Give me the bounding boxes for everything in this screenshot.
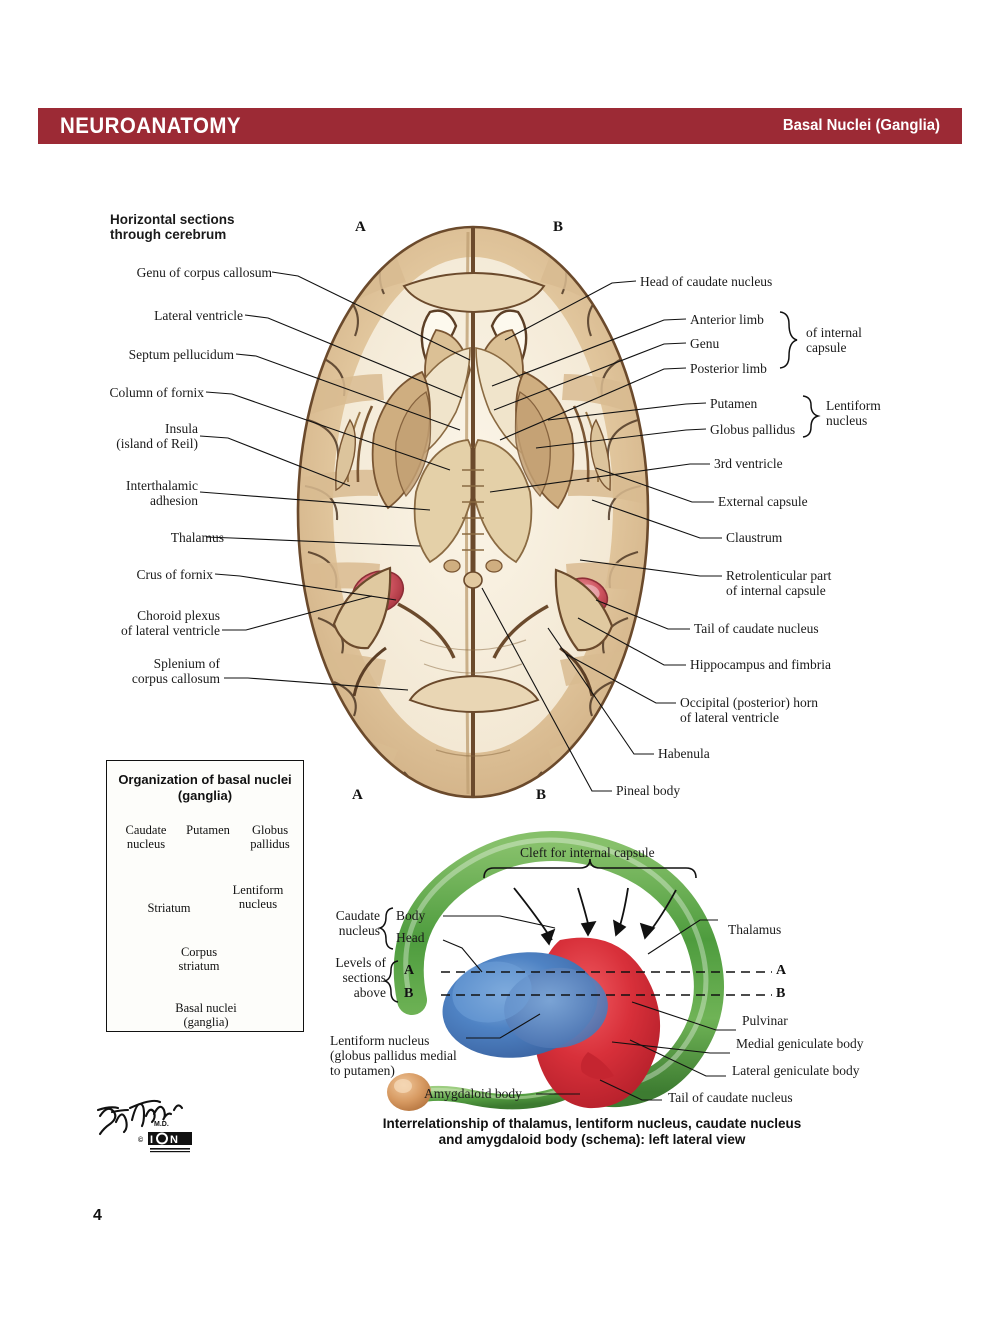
- label-choroid-plexus: Choroid plexus of lateral ventricle: [121, 608, 220, 638]
- org-corpus-striatum: Corpus striatum: [178, 945, 220, 973]
- label-lentiform-nucleus: Lentiform nucleus: [826, 398, 881, 428]
- icon-publisher-logo: I N: [148, 1132, 192, 1153]
- label-crus-of-fornix: Crus of fornix: [136, 567, 214, 582]
- label-hippocampus-fimbria: Hippocampus and fimbria: [690, 657, 831, 672]
- org-globus-pallidus: Globus pallidus: [250, 823, 290, 851]
- schema-label-cleft: Cleft for internal capsule: [520, 845, 655, 860]
- label-globus-pallidus: Globus pallidus: [710, 422, 796, 437]
- schema-label-lentiform-nucleus: Lentiform nucleus (globus pallidus media…: [330, 1033, 457, 1078]
- org-basal-nuclei: Basal nuclei (ganglia): [175, 1001, 237, 1029]
- schema-leader-lines: [442, 915, 736, 1101]
- schema-label-caudate-nucleus: Caudate nucleus: [335, 908, 380, 938]
- label-interthalamic-adhesion: Interthalamic adhesion: [126, 478, 198, 508]
- section-marker-a-top: A: [355, 219, 366, 235]
- svg-text:©: ©: [138, 1136, 144, 1144]
- schema-caption: Interrelationship of thalamus, lentiform…: [382, 1116, 802, 1147]
- brace-internal-capsule: [779, 311, 798, 369]
- svg-text:M.D.: M.D.: [154, 1121, 169, 1128]
- org-caudate-nucleus: Caudate nucleus: [125, 823, 167, 851]
- header-topic-title: Basal Nuclei (Ganglia): [782, 117, 940, 134]
- page-number: 4: [93, 1207, 102, 1224]
- schema-label-head: Head: [396, 930, 425, 945]
- leader-lines-left: [199, 271, 471, 691]
- cleft-arrows: [513, 887, 677, 946]
- org-striatum: Striatum: [147, 901, 191, 915]
- org-lentiform-nucleus: Lentiform nucleus: [232, 883, 284, 911]
- label-insula: Insula (island of Reil): [116, 421, 198, 451]
- schema-level-a-right: A: [776, 963, 787, 978]
- section-marker-a-bottom: A: [352, 787, 363, 803]
- label-septum-pellucidum: Septum pellucidum: [128, 347, 234, 362]
- label-posterior-limb: Posterior limb: [690, 361, 767, 376]
- brain-horizontal-section: [298, 227, 648, 797]
- section-marker-b-top: B: [553, 219, 564, 235]
- schema-label-tail-caudate: Tail of caudate nucleus: [668, 1090, 793, 1105]
- schema-label-thalamus: Thalamus: [728, 922, 782, 937]
- schema-label-medial-geniculate: Medial geniculate body: [736, 1036, 864, 1051]
- label-splenium-corpus-callosum: Splenium of corpus callosum: [131, 656, 220, 686]
- label-pineal-body: Pineal body: [616, 783, 681, 798]
- figure-title: Horizontal sections through cerebrum: [110, 212, 235, 242]
- page-header-banner: NEUROANATOMY Basal Nuclei (Ganglia): [38, 108, 962, 144]
- label-genu: Genu: [690, 336, 720, 351]
- label-putamen: Putamen: [710, 396, 758, 411]
- label-external-capsule: External capsule: [718, 494, 808, 509]
- label-3rd-ventricle: 3rd ventricle: [714, 456, 783, 471]
- label-head-caudate-nucleus: Head of caudate nucleus: [640, 274, 773, 289]
- brace-lentiform-nucleus: [802, 395, 821, 438]
- org-putamen: Putamen: [186, 823, 230, 837]
- schema-label-pulvinar: Pulvinar: [742, 1013, 788, 1028]
- label-lateral-ventricle: Lateral ventricle: [154, 308, 243, 323]
- label-of-internal-capsule: of internal capsule: [806, 325, 862, 355]
- cleft-brace: [483, 858, 697, 879]
- section-level-lines: [441, 971, 772, 996]
- label-genu-corpus-callosum: Genu of corpus callosum: [136, 265, 272, 280]
- organization-box: Organization of basal nuclei (ganglia) C…: [106, 760, 304, 1032]
- label-claustrum: Claustrum: [726, 530, 783, 545]
- label-occipital-horn: Occipital (posterior) horn of lateral ve…: [680, 695, 818, 725]
- schema-label-amygdaloid-body: Amygdaloid body: [424, 1086, 522, 1101]
- schema-label-lateral-geniculate: Lateral geniculate body: [732, 1063, 860, 1078]
- schema-label-body: Body: [396, 908, 426, 923]
- label-column-of-fornix: Column of fornix: [109, 385, 205, 400]
- organization-box-title: Organization of basal nuclei (ganglia): [118, 772, 292, 803]
- label-anterior-limb: Anterior limb: [690, 312, 764, 327]
- svg-text:I: I: [150, 1134, 153, 1146]
- label-thalamus: Thalamus: [170, 530, 224, 545]
- label-habenula: Habenula: [658, 746, 710, 761]
- header-section-title: NEUROANATOMY: [60, 113, 242, 138]
- schema-level-b-right: B: [776, 986, 786, 1001]
- schema-level-b-left: B: [404, 986, 414, 1001]
- label-tail-caudate-nucleus: Tail of caudate nucleus: [694, 621, 819, 636]
- section-marker-b-bottom: B: [536, 787, 547, 803]
- artist-signature: M.D. © I N: [96, 1099, 192, 1153]
- schema-label-levels-of-sections: Levels of sections above: [335, 955, 386, 1000]
- svg-text:N: N: [170, 1134, 178, 1146]
- label-retrolenticular-part: Retrolenticular part of internal capsule: [726, 568, 832, 598]
- schema-level-a-left: A: [404, 963, 415, 978]
